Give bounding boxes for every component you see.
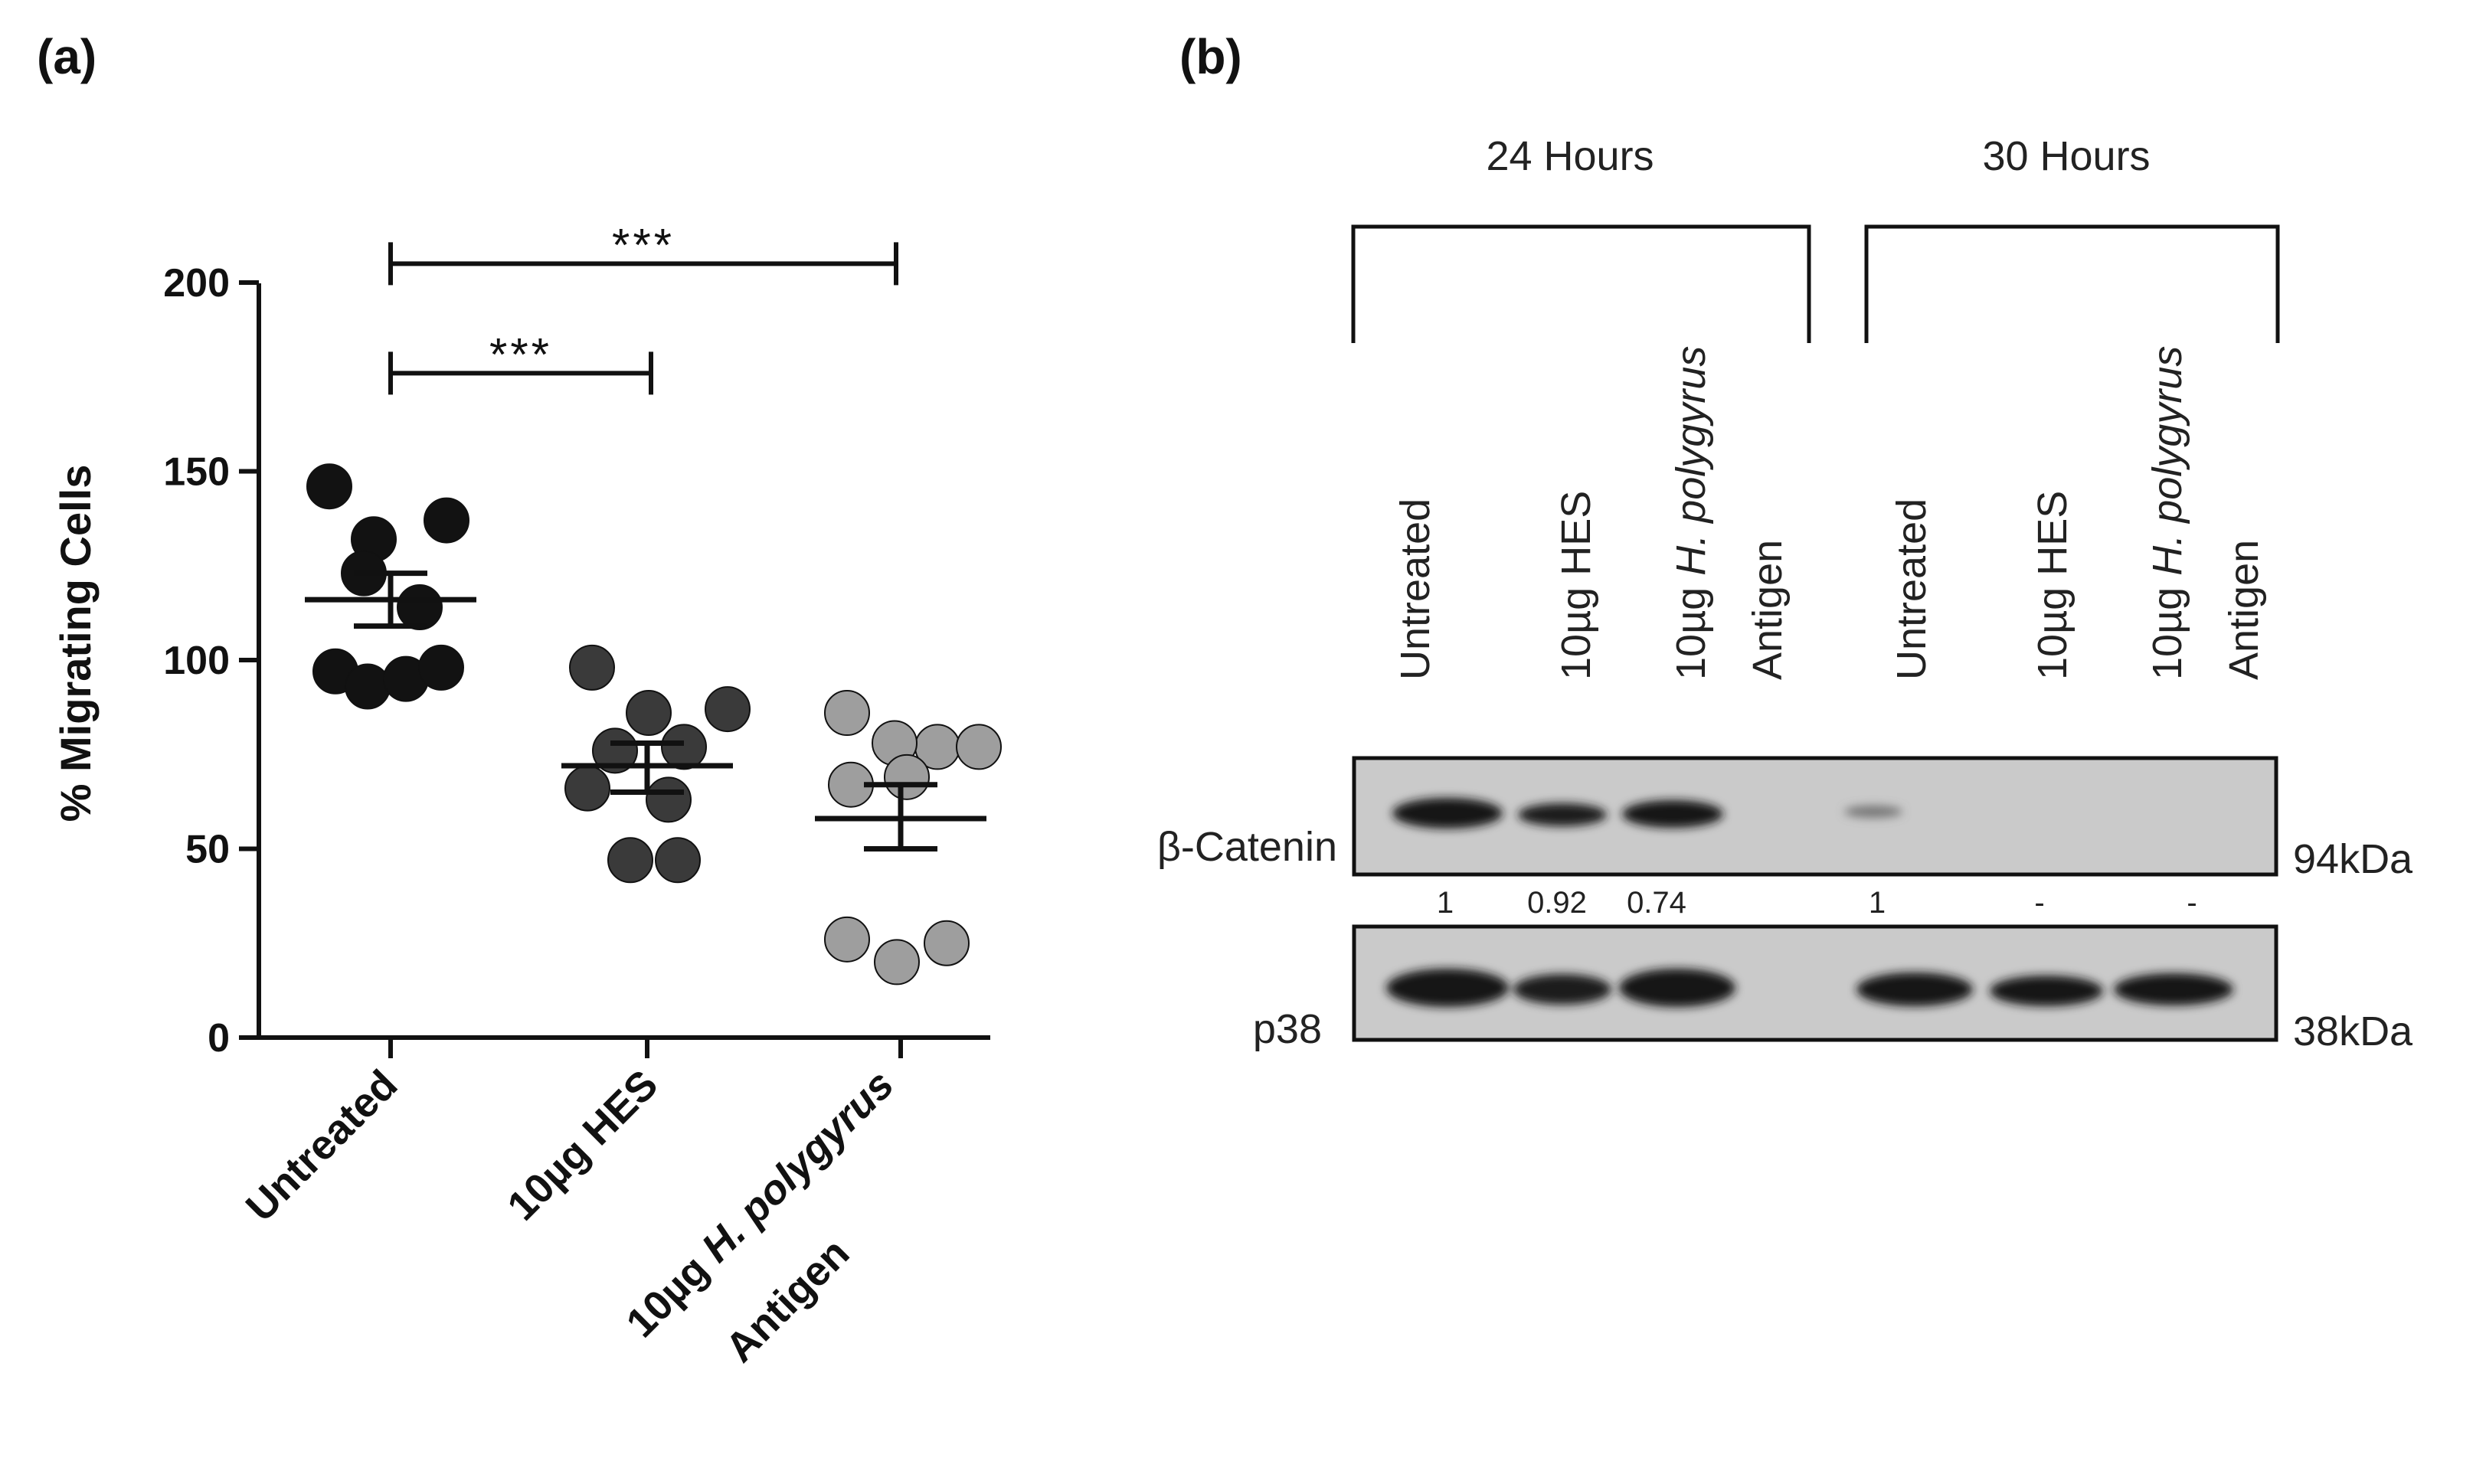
data-point <box>956 724 1002 770</box>
quant-lane-4: 1 <box>1869 886 1886 920</box>
lane-labels: Untreated 10µg HES 10µg H. polygyrus Ant… <box>1392 346 2267 680</box>
y-tick-label: 0 <box>208 1016 230 1061</box>
lane-label-6a: 10µg H. polygyrus <box>2144 346 2190 680</box>
data-point <box>306 463 352 510</box>
band <box>1513 974 1611 1005</box>
data-point <box>661 724 707 770</box>
y-tick-label: 200 <box>163 261 230 306</box>
quant-lane-1: 1 <box>1437 886 1454 920</box>
quant-lane-5: - <box>2034 886 2044 920</box>
bracket-24h <box>1351 224 1811 343</box>
y-axis-ticks: 0 50 100 150 200 <box>163 261 259 1061</box>
data-point <box>705 686 751 733</box>
band <box>1386 969 1509 1007</box>
band <box>1392 798 1503 829</box>
band <box>1622 800 1723 828</box>
lane-label-6b: Antigen <box>2221 540 2267 680</box>
band <box>1990 976 2103 1006</box>
x-axis-ticks <box>388 1038 903 1058</box>
y-tick-label: 150 <box>163 450 230 495</box>
lane-label-3a: 10µg H. polygyrus <box>1668 346 1714 680</box>
p38-bands <box>1386 969 2233 1007</box>
data-point <box>564 765 610 812</box>
category-label-hes: 10µg HES <box>499 1061 666 1229</box>
band <box>1518 803 1607 826</box>
row-label-beta-catenin: β-Catenin <box>1157 824 1337 870</box>
band <box>2114 973 2233 1005</box>
size-marker-94kda: 94kDa <box>2293 836 2413 882</box>
lane-label-1: Untreated <box>1392 498 1438 680</box>
significance-label: *** <box>612 219 675 270</box>
size-marker-38kda: 38kDa <box>2293 1008 2413 1054</box>
migration-chart: % Migrating Cells 0 50 100 150 200 *** *** Un… <box>51 219 1002 1371</box>
lane-label-4: Untreated <box>1889 498 1935 680</box>
quant-lane-2: 0.92 <box>1527 886 1587 920</box>
data-point <box>397 583 443 630</box>
bracket-30h <box>1864 224 2280 343</box>
significance-label: *** <box>489 329 552 380</box>
data-point <box>655 837 701 884</box>
data-point <box>626 690 672 737</box>
data-point <box>607 837 653 884</box>
data-point <box>345 663 391 710</box>
row-label-p38: p38 <box>1253 1006 1322 1052</box>
lane-label-2: 10µg HES <box>1553 491 1599 680</box>
data-point <box>418 644 464 691</box>
data-point <box>424 497 469 544</box>
mean-sem-bars <box>305 570 986 852</box>
y-tick-label: 100 <box>163 639 230 683</box>
band <box>1844 806 1902 818</box>
data-point <box>924 920 970 966</box>
panel-b-label: (b) <box>1179 29 1242 84</box>
time-group-24h: 24 Hours <box>1486 133 1654 179</box>
beta-catenin-bands <box>1392 798 1902 829</box>
data-point <box>824 690 870 737</box>
data-points <box>306 463 1002 986</box>
quant-lane-3: 0.74 <box>1627 886 1686 920</box>
data-point <box>884 753 930 800</box>
band <box>1856 972 1973 1006</box>
beta-catenin-strip <box>1352 756 2278 877</box>
panel-a-label: (a) <box>37 29 96 84</box>
data-point <box>592 727 638 774</box>
lane-label-3b: Antigen <box>1745 540 1791 680</box>
western-blot: 24 Hours 30 Hours Untreated 10µg HES 10µ… <box>1157 133 2413 1054</box>
time-group-30h: 30 Hours <box>1982 133 2150 179</box>
band <box>1619 969 1735 1007</box>
data-point <box>646 776 692 823</box>
y-axis-title: % Migrating Cells <box>51 465 100 822</box>
y-tick-label: 50 <box>185 828 230 872</box>
data-point <box>569 644 615 691</box>
category-label-untreated: Untreated <box>237 1061 407 1231</box>
quant-lane-6: - <box>2187 886 2197 920</box>
lane-label-5: 10µg HES <box>2030 491 2076 680</box>
data-point <box>824 916 870 963</box>
data-point <box>874 939 920 986</box>
significance-brackets: *** *** <box>388 219 898 395</box>
